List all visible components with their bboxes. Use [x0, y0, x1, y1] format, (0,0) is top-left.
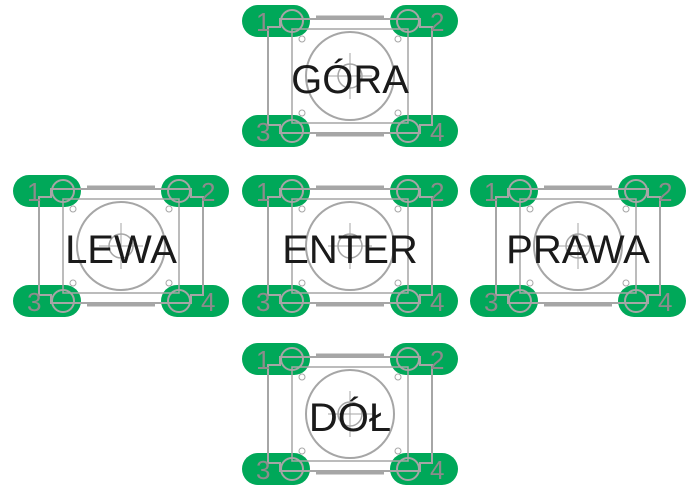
pin-2-label: 2	[430, 345, 444, 375]
pin-3-label: 3	[256, 117, 270, 147]
pin-1-label: 1	[256, 345, 270, 375]
pin-2-label: 2	[430, 177, 444, 207]
pin-3-label: 3	[27, 287, 41, 317]
button-lewa: 1 2 3 4 LEWA	[12, 174, 230, 318]
button-dol: 1 2 3 4 DÓŁ	[241, 342, 459, 486]
pin-4-label: 4	[430, 455, 444, 485]
pin-4-label: 4	[201, 287, 215, 317]
button-label: ENTER	[282, 228, 418, 272]
pin-1-label: 1	[256, 7, 270, 37]
button-label: DÓŁ	[309, 395, 391, 440]
button-gora: 1 2 3 4 GÓRA	[241, 4, 459, 148]
pin-4-label: 4	[430, 117, 444, 147]
pin-1-label: 1	[27, 177, 41, 207]
pin-4-label: 4	[658, 287, 672, 317]
pin-2-label: 2	[201, 177, 215, 207]
button-enter: 1 2 3 4 ENTER	[241, 174, 459, 318]
button-label: GÓRA	[291, 57, 409, 102]
pin-1-label: 1	[256, 177, 270, 207]
button-label: LEWA	[65, 228, 177, 272]
pin-3-label: 3	[256, 287, 270, 317]
pin-4-label: 4	[430, 287, 444, 317]
pin-1-label: 1	[484, 177, 498, 207]
button-label: PRAWA	[506, 228, 650, 272]
button-prawa: 1 2 3 4 PRAWA	[469, 174, 687, 318]
pin-3-label: 3	[484, 287, 498, 317]
pin-3-label: 3	[256, 455, 270, 485]
pin-2-label: 2	[430, 7, 444, 37]
pin-2-label: 2	[658, 177, 672, 207]
